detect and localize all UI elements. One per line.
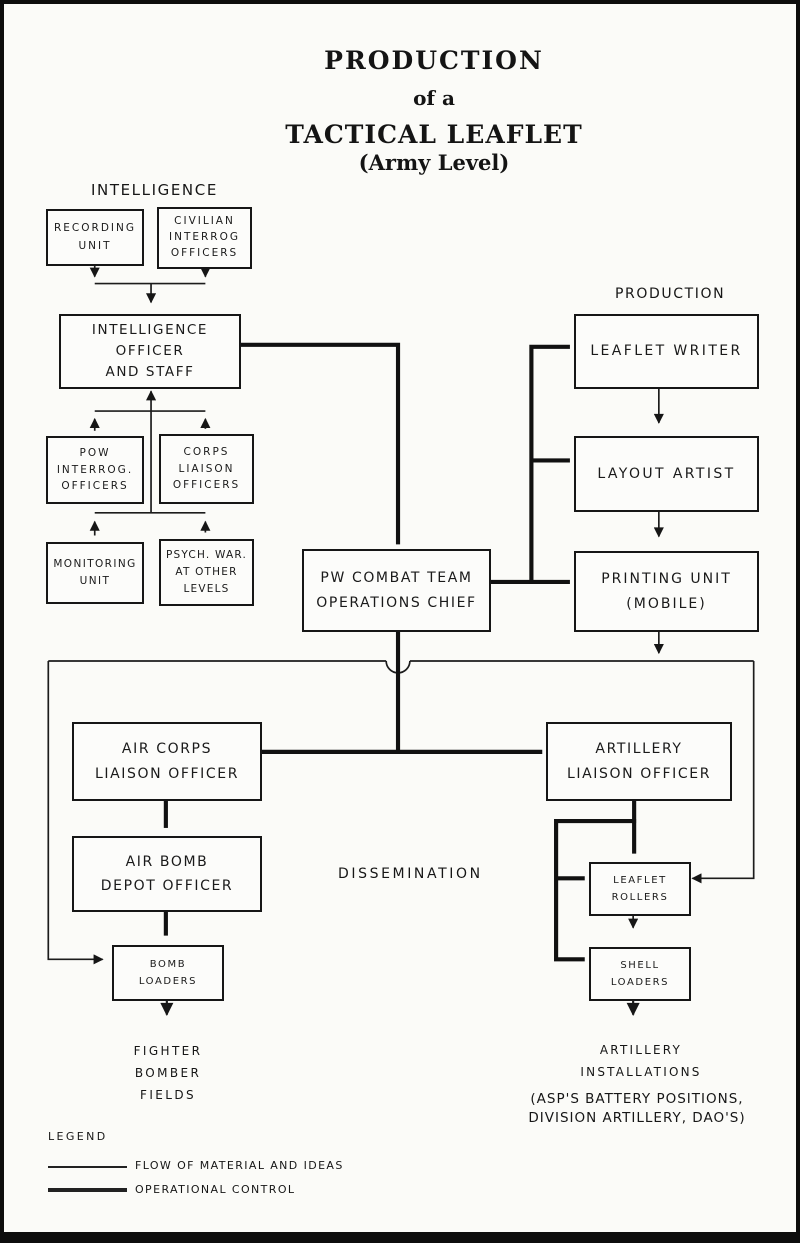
node-layout-artist: LAYOUT ARTIST — [574, 436, 759, 512]
node-recording-unit: RECORDING UNIT — [46, 209, 144, 266]
node-air-corps-liaison-officer: AIR CORPS LIAISON OFFICER — [72, 722, 262, 801]
title-line-1: PRODUCTION — [324, 46, 544, 75]
ctrl-artillery-branch — [554, 818, 637, 962]
node-leaflet-writer: LEAFLET WRITER — [574, 314, 759, 389]
node-artillery-liaison-officer: ARTILLERY LIAISON OFFICER — [546, 722, 732, 801]
page-title: PRODUCTION of a TACTICAL LEAFLET (Army L… — [244, 46, 624, 175]
operational-control-lines — [163, 342, 637, 962]
output-fighter-bomber-fields: FIGHTER BOMBER FIELDS — [133, 1044, 203, 1103]
title-line-3: TACTICAL LEAFLET — [285, 120, 583, 149]
output-artillery-installations-note: (ASP'S BATTERY POSITIONS, DIVISION ARTIL… — [528, 1091, 746, 1126]
node-leaflet-rollers: LEAFLET ROLLERS — [589, 862, 691, 916]
legend-label-operational-control: OPERATIONAL CONTROL — [135, 1183, 296, 1196]
flow-of-material-lines — [47, 262, 755, 965]
node-civilian-interrog-officers: CIVILIAN INTERROG OFFICERS — [157, 207, 252, 269]
legend-heading: LEGEND — [48, 1130, 108, 1143]
ctrl-branch-to-writer — [529, 344, 570, 584]
legend-label-flow: FLOW OF MATERIAL AND IDEAS — [135, 1159, 344, 1172]
node-air-bomb-depot-officer: AIR BOMB DEPOT OFFICER — [72, 836, 262, 912]
connector-lines-layer — [47, 262, 755, 1016]
node-psych-war-at-other-levels: PSYCH. WAR. AT OTHER LEVELS — [159, 539, 254, 606]
node-pow-interrog-officers: POW INTERROG. OFFICERS — [46, 436, 144, 504]
title-line-2: of a — [413, 86, 455, 110]
node-corps-liaison-officers: CORPS LIAISON OFFICERS — [159, 434, 254, 504]
section-label-intelligence: INTELLIGENCE — [91, 181, 218, 199]
title-line-4: (Army Level) — [358, 150, 510, 175]
section-label-dissemination: DISSEMINATION — [338, 866, 483, 882]
legend-thick-line-sample — [48, 1188, 127, 1192]
section-label-production: PRODUCTION — [615, 286, 726, 302]
edge-distribution-to-bomb-loaders — [47, 660, 104, 965]
node-pw-combat-team-operations-chief: PW COMBAT TEAM OPERATIONS CHIEF — [302, 549, 491, 632]
node-monitoring-unit: MONITORING UNIT — [46, 542, 144, 604]
node-bomb-loaders: BOMB LOADERS — [112, 945, 224, 1001]
output-artillery-installations: ARTILLERY INSTALLATIONS — [580, 1043, 702, 1079]
ctrl-intel-to-pw — [238, 342, 401, 545]
output-arrows — [160, 988, 640, 1016]
node-printing-unit-mobile: PRINTING UNIT (MOBILE) — [574, 551, 759, 632]
edge-distribution-to-leaflet-rollers — [691, 660, 755, 884]
legend-thin-line-sample — [48, 1166, 127, 1168]
node-shell-loaders: SHELL LOADERS — [589, 947, 691, 1001]
node-intelligence-officer-and-staff: INTELLIGENCE OFFICER AND STAFF — [59, 314, 241, 389]
